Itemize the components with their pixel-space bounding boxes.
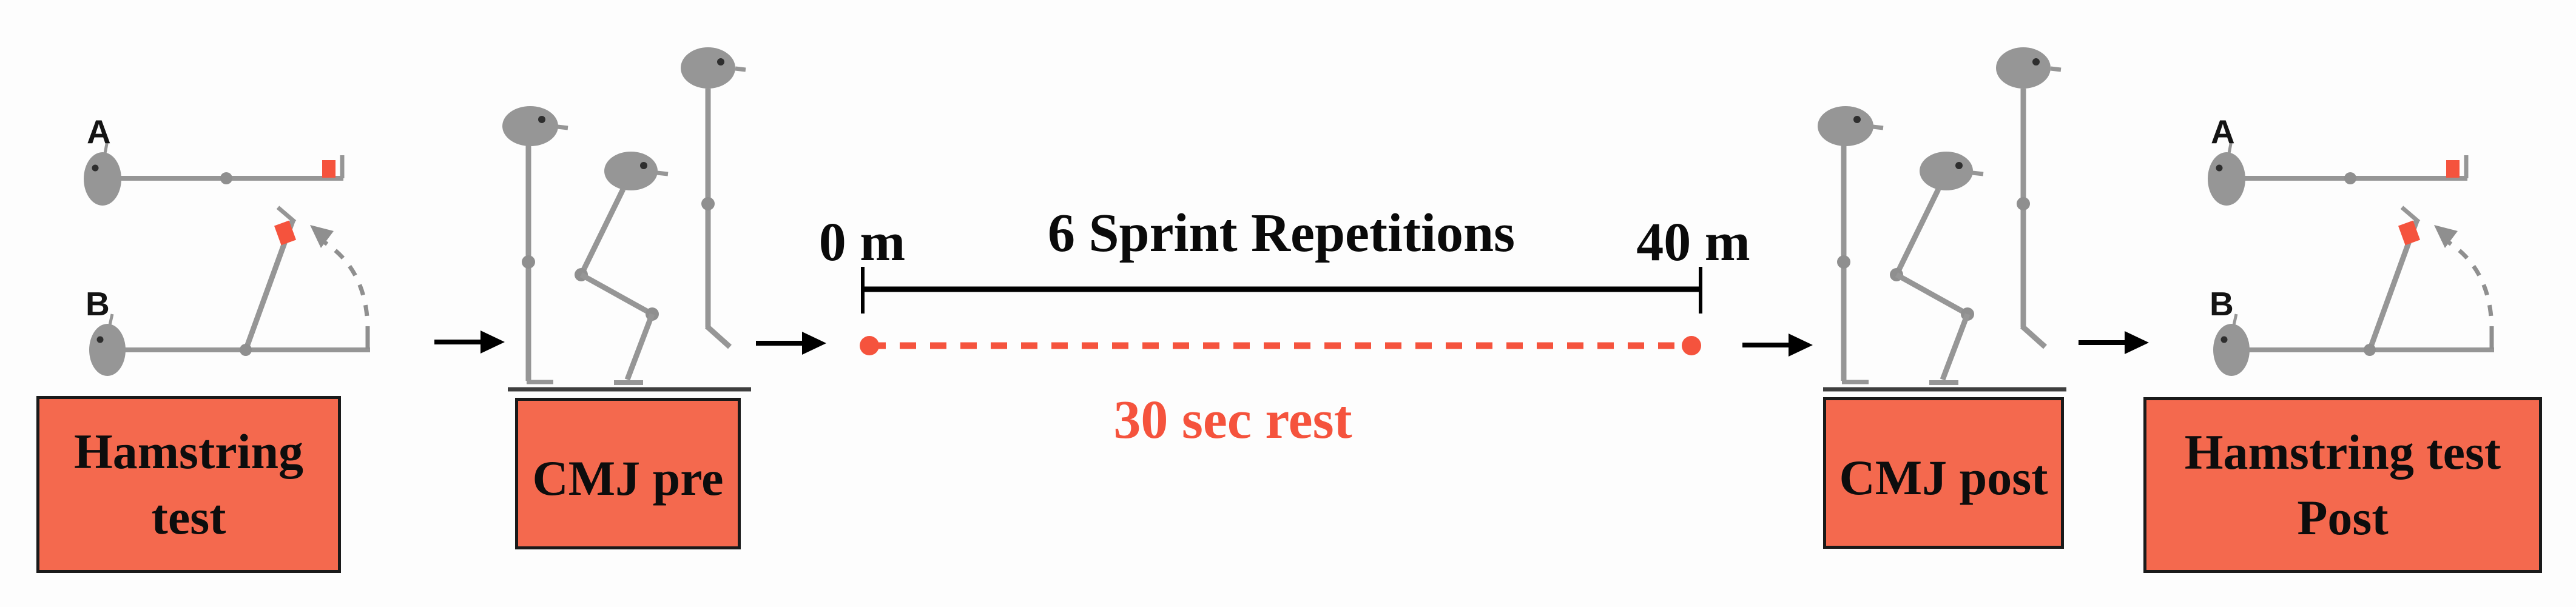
flow-arrow-icon (1742, 334, 1813, 357)
stage-box-cmj-post: CMJ post (1823, 397, 2064, 549)
end-distance-label: 40 m (1636, 212, 1750, 272)
hamstring-pre-figures (84, 141, 370, 376)
flow-arrow-icon (2079, 331, 2149, 354)
flow-arrow-icon (434, 330, 505, 354)
sprint-distance-bracket (861, 267, 1702, 314)
stage-box-cmj-pre: CMJ pre (515, 398, 741, 549)
pose-label-b-left: B (86, 285, 110, 323)
pose-label-a-right: A (2211, 113, 2235, 150)
stage-box-label-line: Post (2297, 490, 2389, 545)
stage-box-label-line: CMJ post (1839, 450, 2048, 505)
hamstring-post-figures (2208, 141, 2494, 376)
stage-box-hamstring-post: Hamstring test Post (2143, 397, 2542, 573)
stage-box-hamstring-pre: Hamstring test (36, 396, 341, 573)
sprint-title: 6 Sprint Repetitions (1047, 203, 1516, 263)
end-point-dot (1682, 336, 1701, 355)
start-point-dot (860, 336, 879, 355)
rest-note: 30 sec rest (1113, 390, 1352, 450)
rest-dashed-line (860, 336, 1701, 355)
stage-box-label-line: Hamstring test (2184, 424, 2501, 480)
cmj-post-figures (1818, 47, 2066, 389)
cmj-pre-figures (502, 47, 751, 389)
pose-label-b-right: B (2210, 285, 2234, 323)
pose-label-a-left: A (87, 113, 111, 150)
stage-box-label-line: test (151, 489, 226, 545)
stage-box-label-line: Hamstring (73, 424, 304, 479)
stage-box-label-line: CMJ pre (532, 451, 724, 506)
start-distance-label: 0 m (818, 212, 906, 272)
flow-arrow-icon (756, 332, 826, 355)
